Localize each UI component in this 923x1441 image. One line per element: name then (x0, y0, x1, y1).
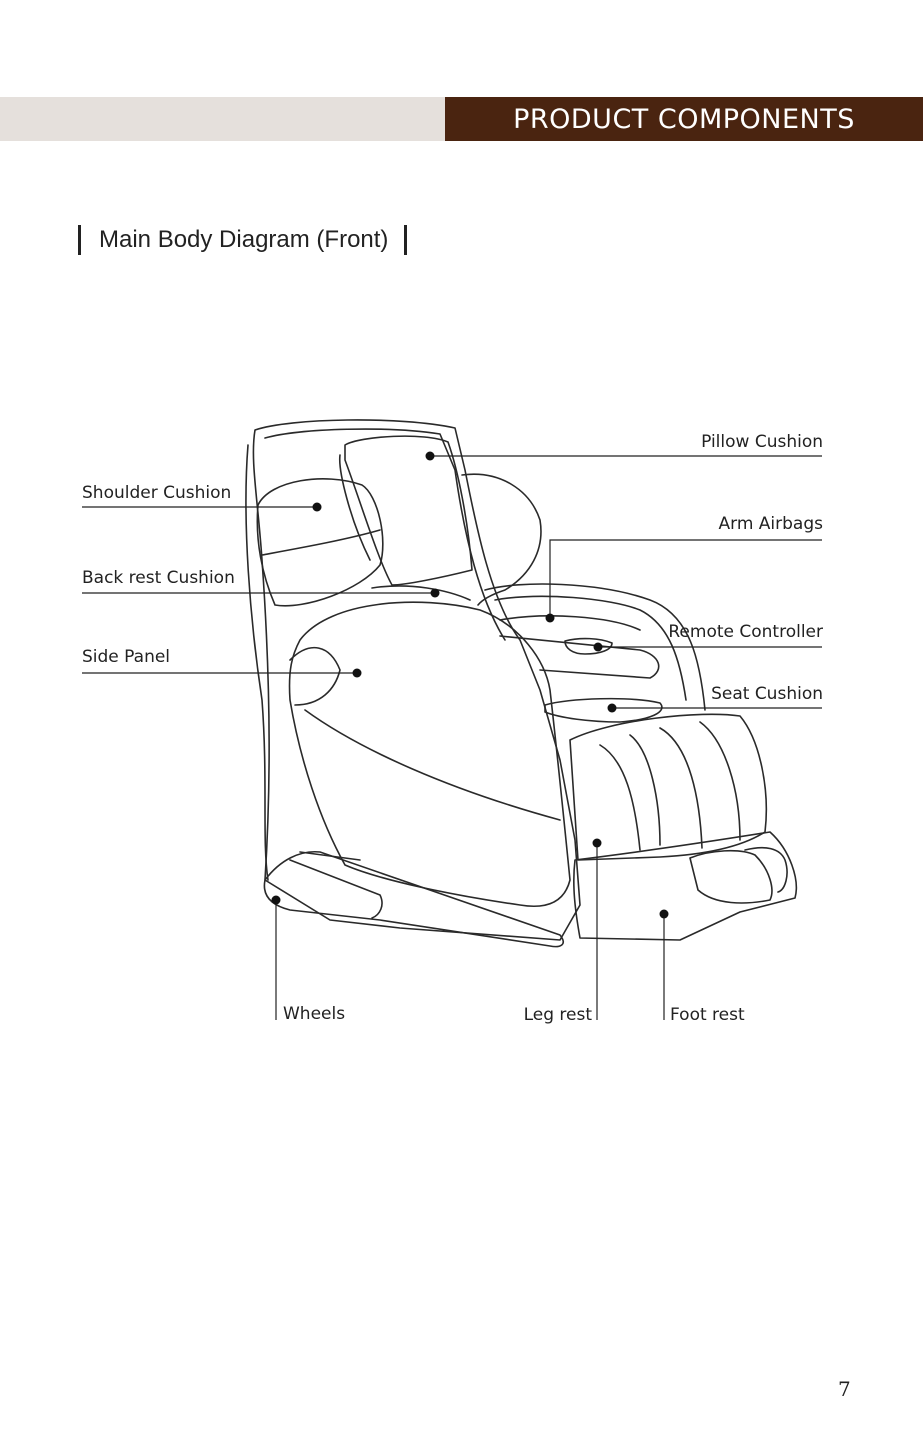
dot-pillow-cushion (426, 452, 435, 461)
dot-arm-airbags (546, 614, 555, 623)
page-number: 7 (838, 1377, 851, 1401)
dot-foot-rest (660, 910, 669, 919)
leader-lines (82, 456, 822, 1020)
label-arm-airbags: Arm Airbags (719, 514, 823, 534)
dot-remote-controller (594, 643, 603, 652)
label-remote-controller: Remote Controller (668, 622, 823, 642)
label-shoulder-cushion: Shoulder Cushion (82, 483, 231, 503)
dot-wheels (272, 896, 281, 905)
anchor-dots (272, 452, 669, 919)
label-pillow-cushion: Pillow Cushion (701, 432, 823, 452)
label-seat-cushion: Seat Cushion (711, 684, 823, 704)
dot-side-panel (353, 669, 362, 678)
dot-shoulder-cushion (313, 503, 322, 512)
dot-seat-cushion (608, 704, 617, 713)
label-leg-rest: Leg rest (524, 1005, 592, 1025)
dot-leg-rest (593, 839, 602, 848)
dot-back-rest-cushion (431, 589, 440, 598)
leader-arm-airbags (550, 540, 822, 618)
label-foot-rest: Foot rest (670, 1005, 745, 1025)
label-back-rest-cushion: Back rest Cushion (82, 568, 235, 588)
label-side-panel: Side Panel (82, 647, 170, 667)
label-wheels: Wheels (283, 1004, 345, 1024)
